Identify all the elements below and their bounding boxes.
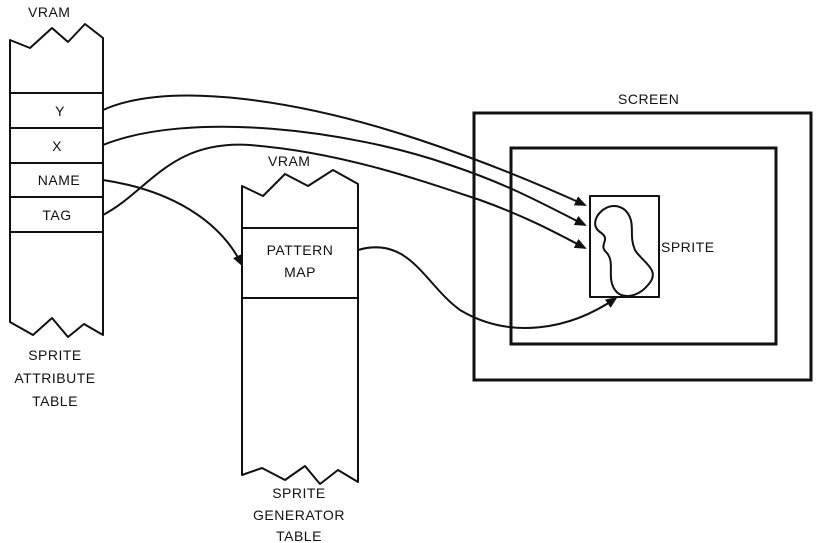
arrow-y-to-sprite (102, 94, 587, 206)
generator-caption-line-3: TABLE (276, 528, 322, 543)
sprite-box (589, 195, 660, 298)
sprite-generator-table: VRAM PATTERN MAP SPRITE GENERATOR TABLE (241, 153, 359, 543)
screen-outer-frame (472, 111, 813, 382)
attribute-table-outline (9, 23, 104, 338)
generator-table-outline (241, 169, 359, 485)
generator-table-vram-label: VRAM (268, 153, 310, 169)
connection-arrows (102, 94, 618, 329)
attribute-field-y: Y (55, 103, 65, 119)
attribute-caption-line-2: ATTRIBUTE (14, 370, 95, 386)
generator-caption-line-2: GENERATOR (253, 507, 345, 523)
attribute-caption-line-1: SPRITE (28, 347, 82, 363)
sprite-attribute-table: VRAM Y X NAME TAG SPRITE ATTRIBUTE TABLE (9, 4, 104, 409)
arrow-x-to-sprite (102, 125, 587, 226)
sprite-label: SPRITE (661, 239, 715, 255)
attribute-table-vram-label: VRAM (28, 4, 70, 20)
arrow-pattern-map-to-sprite (357, 246, 618, 329)
screen-label: SCREEN (618, 91, 679, 107)
generator-caption-line-1: SPRITE (272, 485, 326, 501)
attribute-field-name: NAME (38, 172, 80, 188)
screen-display-area (509, 146, 778, 346)
attribute-caption-line-3: TABLE (32, 393, 78, 409)
sprite-shape (594, 204, 654, 297)
generator-entry-line-1: PATTERN (267, 242, 334, 258)
generator-entry-line-2: MAP (284, 264, 316, 280)
arrow-name-to-pattern-map (102, 179, 243, 267)
arrow-tag-to-sprite (102, 143, 587, 249)
attribute-field-tag: TAG (42, 207, 71, 223)
attribute-field-x: X (52, 138, 62, 154)
screen: SCREEN SPRITE (472, 91, 813, 382)
